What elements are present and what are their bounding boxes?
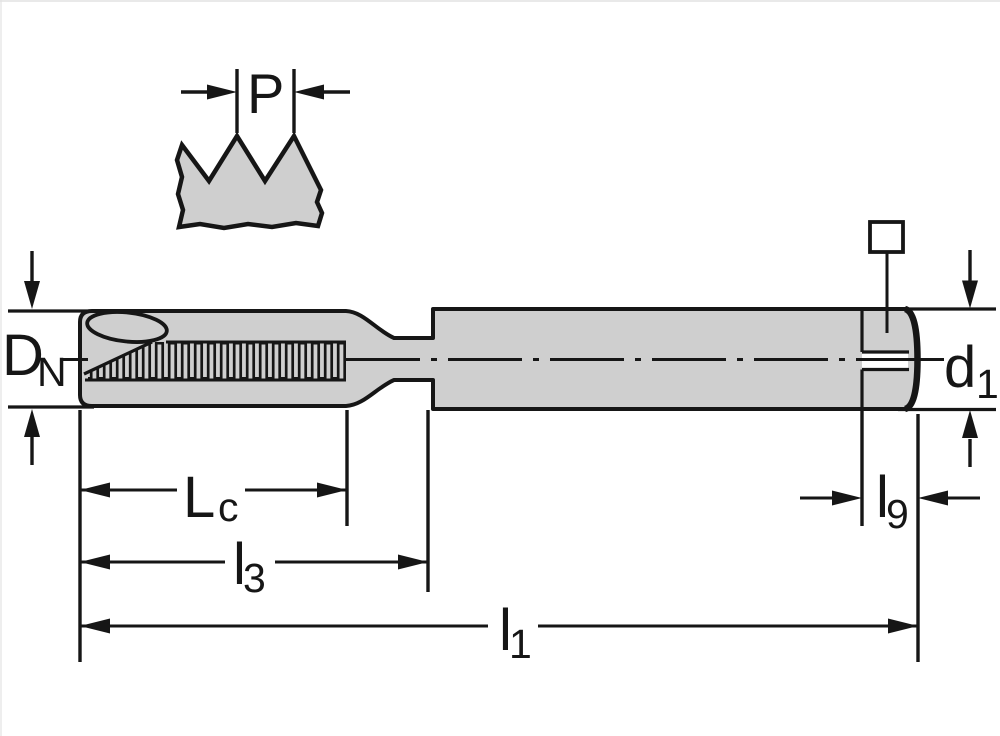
thread-profile-detail: P xyxy=(174,62,350,231)
flute-oval xyxy=(85,310,169,344)
dim-label-l3: l3 xyxy=(233,532,266,601)
d1-arrow-top-head xyxy=(962,280,978,309)
chamfer-lead-line xyxy=(83,340,153,376)
dim-label-Lc: Lc xyxy=(183,465,239,530)
lc-arrow-right-head xyxy=(317,482,347,498)
dn-arrow-top-head xyxy=(24,281,40,309)
dimension-l9: l9 xyxy=(800,465,980,537)
thread-profile-shape xyxy=(174,131,325,231)
square-symbol-icon xyxy=(868,220,905,254)
lc-arrow-left-head xyxy=(80,482,110,498)
dn-arrow-bottom-head xyxy=(24,409,40,437)
tap-side-view xyxy=(60,220,921,413)
dim-label-DN: DN xyxy=(2,323,67,395)
scan-artifact-left xyxy=(0,0,2,736)
dimension-d1: d1 xyxy=(920,250,999,467)
thread-hatch-band xyxy=(88,342,346,380)
dimension-l1: l1 xyxy=(80,598,918,667)
dimension-DN: DN xyxy=(2,251,67,465)
l9-arrow-left-head xyxy=(832,490,862,506)
dim-label-d1: d1 xyxy=(944,335,999,407)
pitch-arrow-right-head xyxy=(294,84,324,100)
l1-arrow-right-head xyxy=(888,618,918,634)
pitch-arrow-left-head xyxy=(207,84,237,100)
scan-artifact-top xyxy=(0,0,1000,2)
d1-arrow-bottom-head xyxy=(962,410,978,438)
dim-label-l1: l1 xyxy=(499,598,532,667)
dim-label-l9: l9 xyxy=(876,465,909,537)
l3-arrow-right-head xyxy=(398,554,428,570)
shank-end-face xyxy=(903,305,921,413)
l9-arrow-right-head xyxy=(918,490,948,506)
dimension-l3: l3 xyxy=(80,532,428,601)
l1-arrow-left-head xyxy=(80,618,110,634)
l3-arrow-left-head xyxy=(80,554,110,570)
dimension-Lc: Lc xyxy=(80,465,347,530)
dim-label-pitch: P xyxy=(247,62,284,125)
